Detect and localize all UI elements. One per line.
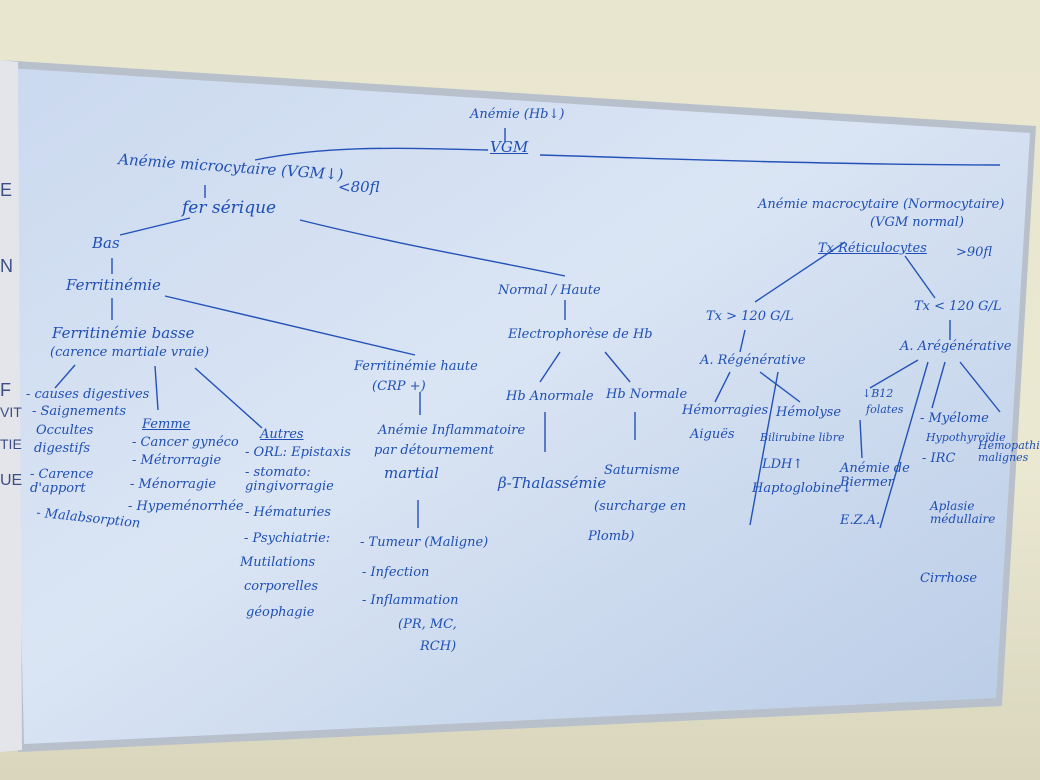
connector	[931, 361, 946, 409]
node-ldh: LDH↑	[762, 457, 804, 472]
edge-letter: VIT	[0, 404, 22, 420]
node-anemie-biermer: Anémie de Biermer	[840, 461, 910, 490]
connector	[754, 241, 846, 303]
node-myelome: - Myélome	[920, 411, 989, 426]
node-geophagie: géophagie	[246, 605, 315, 620]
node-haptoglobine: Haptoglobine↓	[752, 481, 853, 496]
node-aregenerative: A. Arégénérative	[900, 339, 1012, 354]
node-saturnisme: Saturnisme	[604, 463, 680, 478]
node-crp: (CRP +)	[372, 379, 426, 394]
node-regenerative: A. Régénérative	[700, 353, 806, 368]
node-martial: martial	[384, 464, 439, 482]
node-occultes: Occultes	[36, 423, 94, 438]
node-carence-apport: - Carence d'apport	[30, 467, 94, 496]
connector	[194, 367, 263, 429]
node-plomb: Plomb)	[588, 529, 635, 544]
node-hemolyse: Hémolyse	[776, 405, 842, 420]
node-cancer-gyneco: - Cancer gynéco	[132, 435, 239, 450]
connector	[904, 255, 936, 299]
connector	[254, 147, 489, 161]
node-corporelles: corporelles	[244, 579, 319, 594]
connector	[299, 219, 566, 277]
node-metrorragie: - Métrorragie	[132, 453, 222, 468]
connector	[739, 329, 746, 353]
node-tx-reticulocytes: Tx Réticulocytes	[818, 241, 927, 256]
connector	[869, 359, 919, 389]
node-ferritinemie-haute: Ferritinémie haute	[354, 359, 478, 374]
board-side-panel	[0, 60, 22, 752]
node-fer-serique: fer sérique	[182, 198, 277, 218]
node-orl: - ORL: Epistaxis	[245, 445, 351, 460]
board-surface	[8, 68, 1030, 744]
node-tx-sup: Tx > 120 G/L	[706, 309, 794, 324]
node-bilirubine: Bilirubine libre	[760, 431, 845, 444]
node-femme: Femme	[142, 417, 191, 432]
node-b12: ↓B12	[862, 387, 894, 400]
node-ferritinemie-basse: Ferritinémie basse	[52, 324, 195, 342]
node-vgm-normal: (VGM normal)	[870, 215, 965, 230]
node-digestifs: digestifs	[34, 441, 91, 456]
node-bas: Bas	[92, 234, 120, 252]
node-tumeur: - Tumeur (Maligne)	[360, 535, 489, 550]
node-hb-normale: Hb Normale	[606, 387, 688, 402]
connector	[54, 364, 76, 389]
node-hypermenorrhee: - Hypeménorrhée	[128, 499, 244, 514]
node-mutilations: Mutilations	[240, 555, 316, 570]
node-hb-anormale: Hb Anormale	[506, 389, 594, 404]
node-ferritinemie: Ferritinémie	[66, 276, 161, 294]
node-beta-thal: β-Thalassémie	[498, 474, 607, 492]
connector	[714, 371, 731, 403]
node-menorragie: - Ménorragie	[130, 477, 217, 492]
node-aigues: Aiguës	[690, 427, 735, 442]
edge-letter: UE	[0, 472, 23, 489]
node-macrocytaire: Anémie macrocytaire (Normocytaire)	[758, 197, 1005, 212]
node-causes-digestives: - causes digestives	[26, 387, 150, 402]
node-anemie-hb: Anémie (Hb↓)	[470, 107, 565, 122]
node-ezia: E.Z.A.	[840, 513, 881, 528]
node-hypothyroidie: Hypothyroïdie	[926, 431, 1006, 444]
node-hematuries: - Hématuries	[245, 505, 331, 520]
node-hemopathies: Hémopathies malignes	[978, 439, 1040, 464]
node-stomato: - stomato: gingivorragie	[245, 465, 334, 494]
node-seuil-micro: <80fl	[338, 178, 380, 196]
node-tx-inf: Tx < 120 G/L	[914, 299, 1002, 314]
node-aplasie: Aplasie médullaire	[930, 499, 996, 526]
edge-letter: F	[0, 380, 11, 400]
connector	[959, 361, 1001, 413]
connector	[539, 351, 561, 383]
connector	[879, 361, 929, 529]
node-cirrhose: Cirrhose	[920, 571, 978, 586]
node-saignements: - Saignements	[32, 404, 127, 419]
connector	[539, 154, 1001, 166]
connector	[759, 371, 801, 403]
node-normal-haute: Normal / Haute	[498, 283, 601, 298]
node-inflammation: - Inflammation	[362, 593, 459, 608]
node-seuil-macro: >90fl	[956, 245, 993, 260]
node-psychiatrie: - Psychiatrie:	[244, 531, 331, 546]
node-electrophorese: Electrophorèse de Hb	[508, 327, 653, 342]
edge-letter: TIE	[0, 436, 22, 452]
node-surcharge: (surcharge en	[594, 499, 687, 514]
connector	[164, 295, 416, 356]
node-vgm: VGM	[490, 138, 529, 156]
connector	[604, 351, 631, 383]
node-irc: - IRC	[922, 451, 956, 466]
node-folates: folates	[866, 403, 904, 416]
node-autres: Autres	[260, 427, 304, 442]
node-detournement: par détournement	[374, 443, 494, 458]
node-carence: (carence martiale vraie)	[50, 345, 210, 360]
node-infection: - Infection	[362, 565, 430, 580]
connector	[154, 365, 159, 411]
node-hemorragie: Hémorragies	[682, 403, 769, 418]
connector	[859, 419, 863, 459]
edge-letter: E	[0, 180, 13, 200]
node-pr-mc: (PR, MC,	[398, 617, 457, 632]
edge-letter: N	[0, 256, 13, 276]
connector	[119, 217, 191, 236]
node-rch: RCH)	[420, 639, 457, 654]
node-anemie-inflam: Anémie Inflammatoire	[378, 423, 526, 438]
connector	[749, 371, 779, 526]
